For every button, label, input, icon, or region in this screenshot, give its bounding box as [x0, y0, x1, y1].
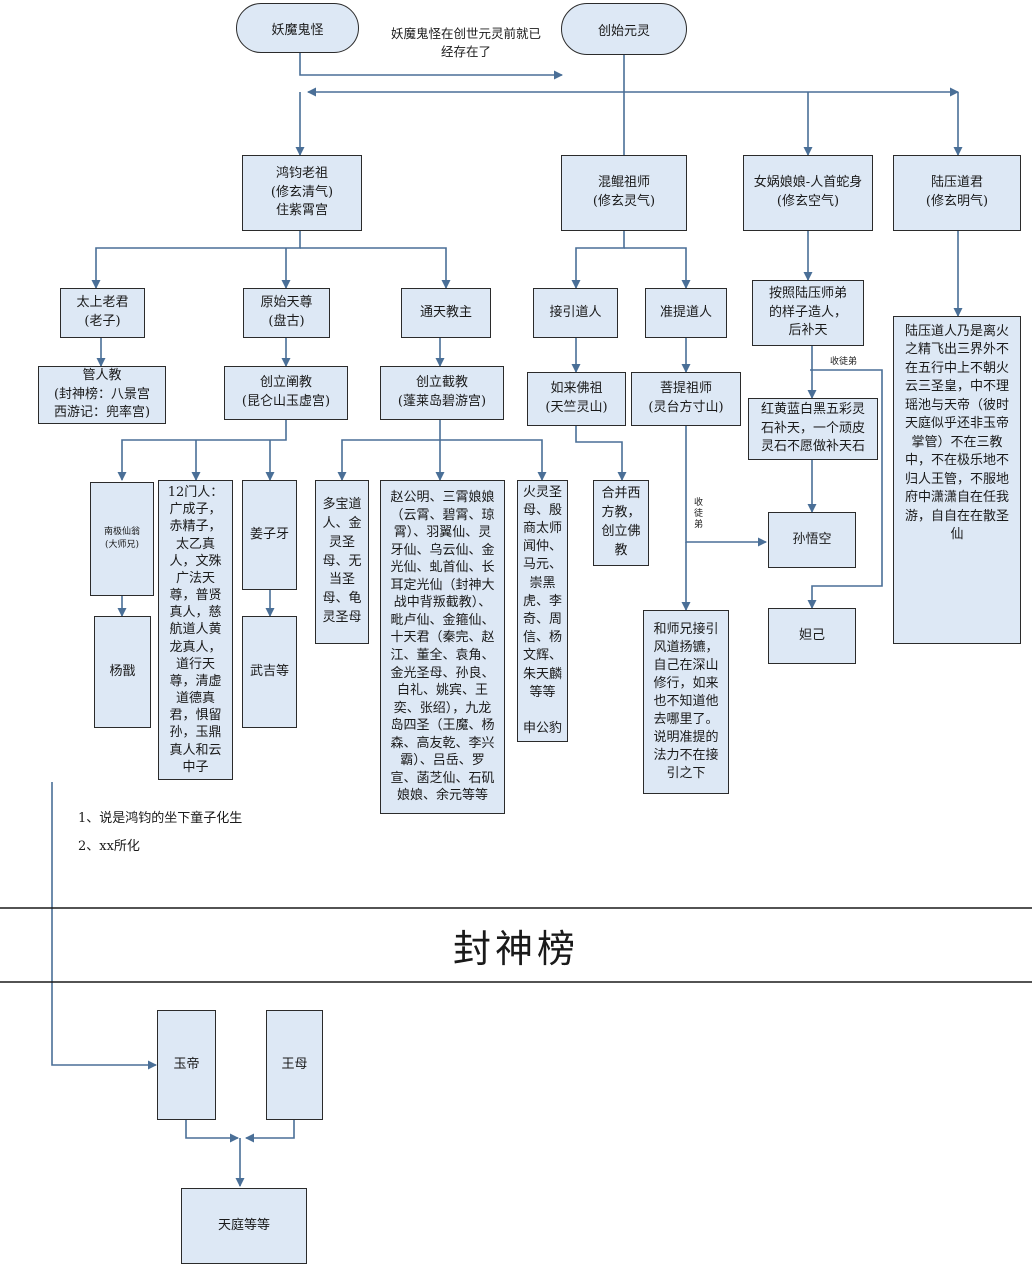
- node-tianting: 天庭等等: [181, 1188, 307, 1264]
- node-hongjun: 鸿钧老祖 (修玄清气) 住紫霄宫: [242, 155, 362, 231]
- node-taishang: 太上老君 (老子): [60, 288, 145, 338]
- node-huoling: 火灵圣 母、殷 商太师 闻仲、 马元、 崇黑 虎、李 奇、周 信、杨 文辉、 朱…: [517, 480, 568, 742]
- node-yudi: 玉帝: [157, 1010, 216, 1120]
- node-hebing: 合并西 方教， 创立佛 教: [593, 480, 649, 566]
- node-sunwukong: 孙悟空: [768, 512, 856, 568]
- node-yaomo: 妖魔鬼怪: [236, 3, 359, 53]
- node-heshixiong: 和师兄接引 风道扬镳， 自己在深山 修行，如来 也不知道他 去哪里了。 说明准提…: [643, 610, 729, 794]
- node-anzhao: 按照陆压师弟 的样子造人， 后补天: [752, 280, 864, 346]
- node-luya-desc: 陆压道人乃是离火 之精飞出三界外不 在五行中上不朝火 云三圣皇，中不理 瑶池与天…: [893, 316, 1021, 644]
- note-yaomo: 妖魔鬼怪在创世元灵前就已 经存在了: [390, 26, 541, 60]
- node-rulai: 如来佛祖 (天竺灵山): [527, 372, 626, 426]
- node-duobao: 多宝道 人、金 灵圣 母、无 当圣 母、龟 灵圣母: [315, 480, 369, 644]
- node-guanrenjiao: 管人教 (封神榜：八景宫 西游记：兜率宫): [38, 366, 166, 424]
- node-luya: 陆压道君 (修玄明气): [893, 155, 1021, 231]
- node-tongtian: 通天教主: [401, 288, 491, 338]
- footnote-2: 2、xx所化: [78, 839, 140, 854]
- label-shoutudi-1: 收徒弟: [830, 357, 858, 367]
- node-jiejiao: 创立截教 (蓬莱岛碧游宫): [380, 366, 504, 420]
- node-nanji: 南极仙翁 (大师兄): [90, 482, 154, 596]
- label-shoutudi-2: 收 徒 弟: [694, 498, 704, 530]
- node-chuangshi: 创始元灵: [561, 3, 687, 55]
- node-nvwa: 女娲娘娘-人首蛇身 (修玄空气): [743, 155, 873, 231]
- node-zhaogongming: 赵公明、三霄娘娘 （云霄、碧霄、琼 霄）、羽翼仙、灵 牙仙、乌云仙、金 光仙、虬…: [380, 480, 505, 814]
- node-wucaishi: 红黄蓝白黑五彩灵 石补天，一个顽皮 灵石不愿做补天石: [748, 398, 878, 460]
- footnote-1: 1、说是鸿钧的坐下童子化生: [78, 811, 243, 826]
- node-zhunti: 准提道人: [645, 288, 727, 338]
- node-wuji: 武吉等: [242, 616, 297, 728]
- node-chanjiao: 创立阐教 (昆仑山玉虚宫): [224, 366, 348, 420]
- node-wangmu: 王母: [266, 1010, 323, 1120]
- node-yuanshi: 原始天尊 (盘古): [243, 288, 330, 338]
- node-jiangziya: 姜子牙: [242, 480, 297, 590]
- banner-fengshenbang: 封神榜: [452, 927, 579, 971]
- node-hunkun: 混鲲祖师 (修玄灵气): [561, 155, 687, 231]
- node-daji: 妲己: [768, 608, 856, 664]
- node-yangjian: 杨戬: [94, 616, 151, 728]
- node-jieyin: 接引道人: [533, 288, 618, 338]
- node-puti: 菩提祖师 (灵台方寸山): [631, 372, 741, 426]
- node-menren12: 12门人： 广成子， 赤精子， 太乙真 人，文殊 广法天 尊，普贤 真人，慈 航…: [158, 480, 233, 780]
